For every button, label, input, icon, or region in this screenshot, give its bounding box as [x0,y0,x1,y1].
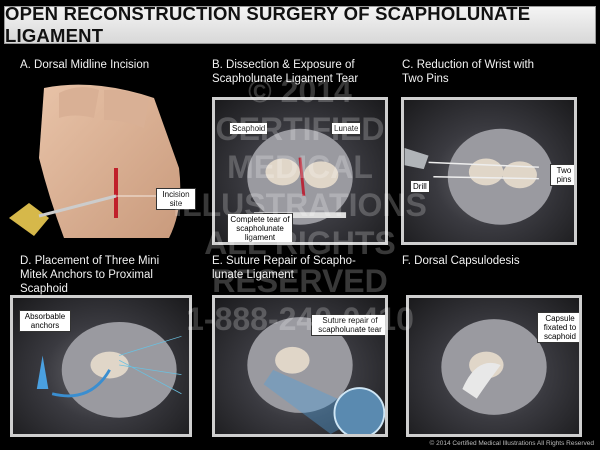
caption-a: A. Dorsal Midline Incision [20,59,150,71]
caption-c-line1: C. Reduction of Wrist with [402,59,535,71]
absorbable-anchors-label: Absorbable anchors [19,310,71,332]
caption-e-line1: E. Suture Repair of Scapho- [212,255,356,267]
title-bar: OPEN RECONSTRUCTION SURGERY OF SCAPHOLUN… [4,3,596,46]
incision-site-text: Incision site [162,190,190,208]
panel-e-frame: Suture repair of scapholunate tear [212,295,388,437]
panel-b-frame: Scaphoid Lunate Complete tear of scaphol… [212,97,388,245]
wrist-pinning-illustration [404,128,554,225]
caption-d: D. Placement of Three Mini Mitek Anchors… [20,254,159,296]
caption-d-line1: D. Placement of Three Mini [20,255,160,267]
caption-b-line1: B. Dissection & Exposure of [212,59,355,71]
two-pins-label: Two pins [550,164,574,186]
caption-b-line2: Scapholunate Ligament Tear [212,73,359,85]
caption-e-line2: lunate Ligament [212,269,294,281]
caption-f: F. Dorsal Capsulodesis [402,255,520,267]
anchor-placement-illustration [36,321,182,418]
wrist-exposure-illustration [247,128,353,225]
caption-d-line2: Mitek Anchors to Proximal [20,269,153,281]
copyright-notice: © 2014 Certified Medical Illustrations A… [429,440,594,447]
incision-site-label: Incision site [156,188,196,210]
hand-incision-illustration [9,84,181,239]
suture-repair-illustration [247,317,385,434]
caption-e: E. Suture Repair of Scapho- lunate Ligam… [212,254,356,282]
lunate-label: Lunate [331,122,362,135]
tear-label: Complete tear of scapholunate ligament [227,213,293,242]
panel-c-frame: Drill Two pins [401,97,577,245]
panel-f-frame: Capsule fixated to scaphoid [406,295,582,437]
caption-b: B. Dissection & Exposure of Scapholunate… [212,58,358,86]
drill-label: Drill [410,180,430,193]
panel-d-frame: Absorbable anchors [10,295,192,437]
scaphoid-label: Scaphoid [229,122,269,135]
caption-c-line2: Two Pins [402,73,449,85]
suture-repair-label: Suture repair of scapholunate tear [311,314,385,336]
capsulodesis-illustration [441,319,547,415]
capsule-label: Capsule fixated to scaphoid [537,312,579,343]
panel-a-illustration: Incision site [4,78,196,239]
caption-c: C. Reduction of Wrist with Two Pins [402,58,534,86]
caption-d-line3: Scaphoid [20,283,68,295]
page-title: OPEN RECONSTRUCTION SURGERY OF SCAPHOLUN… [5,3,531,46]
